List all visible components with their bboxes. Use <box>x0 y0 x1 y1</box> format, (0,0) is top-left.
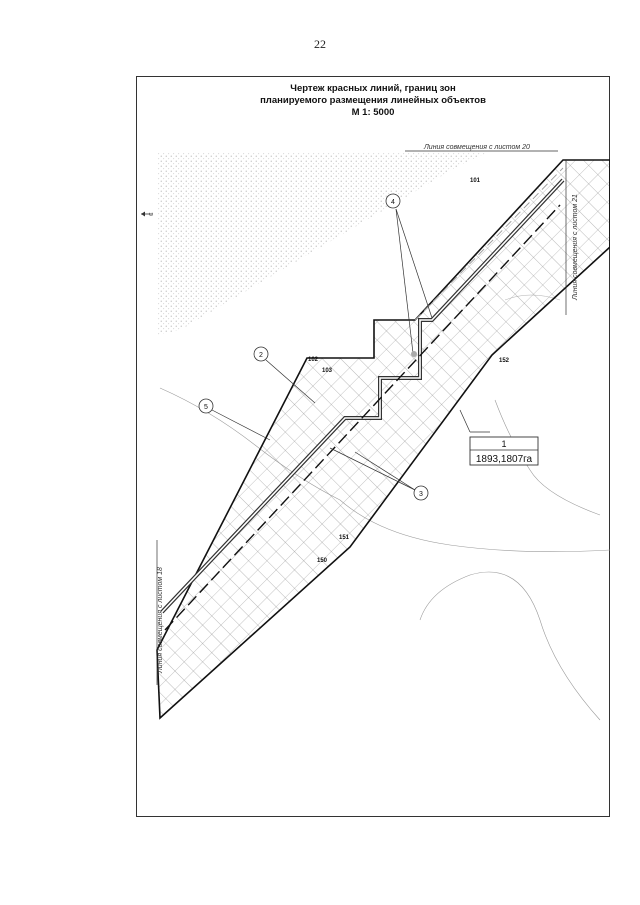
match-line-21-label: Линия совмещения с листом 21 <box>572 194 579 301</box>
point-102: 102 <box>308 357 319 363</box>
zone-label-box <box>469 436 539 466</box>
callout-2: 2 <box>259 352 263 359</box>
planning-zone <box>156 159 610 720</box>
contour-line <box>494 399 601 516</box>
point-152: 152 <box>499 358 510 364</box>
point-101: 101 <box>470 178 481 184</box>
dotted-area <box>157 152 490 335</box>
dashed-axis <box>164 204 561 631</box>
north-arrow-icon: С <box>141 211 155 217</box>
contour-line <box>339 499 610 552</box>
point-151: 151 <box>339 535 350 541</box>
point-150: 150 <box>317 558 328 564</box>
north-arrow-label: С <box>149 212 155 216</box>
drawing-title: Чертеж красных линий, границ зон планиру… <box>137 83 609 119</box>
contour-line <box>419 571 601 721</box>
zone-number: 1 <box>501 439 506 449</box>
title-line-2: планируемого размещения линейных объекто… <box>260 95 486 106</box>
callout-3: 3 <box>419 491 423 498</box>
callout-4: 4 <box>391 199 395 206</box>
point-103: 103 <box>322 368 333 374</box>
page-number: 22 <box>314 37 326 51</box>
title-line-1: Чертеж красных линий, границ зон <box>290 83 456 94</box>
callout-5: 5 <box>204 404 208 411</box>
match-line-20-label: Линия совмещения с листом 20 <box>423 144 530 151</box>
match-line-18-label: Линия совмещения с листом 18 <box>157 567 164 674</box>
title-scale: М 1: 5000 <box>351 107 395 118</box>
zone-area: 1893,1807га <box>476 454 533 465</box>
gray-dashed-line <box>414 167 564 321</box>
